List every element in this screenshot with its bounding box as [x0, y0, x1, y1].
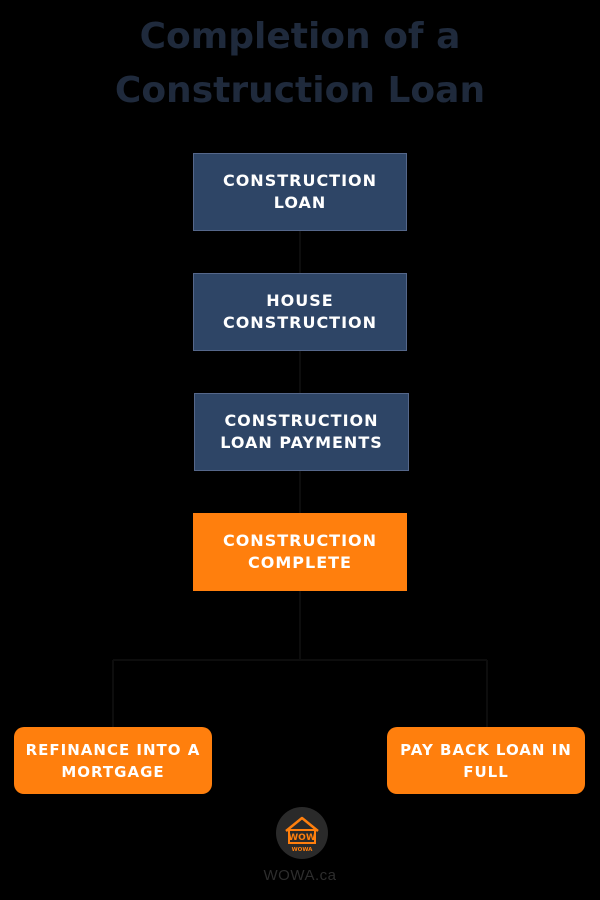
- outcome-pay-back-loan: PAY BACK LOAN IN FULL: [387, 727, 585, 794]
- step-construction-loan-payments: CONSTRUCTION LOAN PAYMENTS: [194, 393, 409, 471]
- logo-caption: WOWA: [292, 847, 314, 853]
- step-4-line-2: COMPLETE: [248, 553, 352, 572]
- title-line-1: Completion of a: [139, 16, 461, 57]
- step-2-line-2: CONSTRUCTION: [222, 313, 378, 332]
- step-construction-loan: CONSTRUCTION LOAN: [193, 153, 407, 231]
- step-1-line-1: CONSTRUCTION: [222, 171, 378, 190]
- diagram-title: Completion of a Construction Loan: [0, 10, 600, 118]
- logo-mark: WOW: [288, 833, 316, 843]
- wowa-house-logo-icon: WOW WOWA: [276, 807, 328, 859]
- step-2-line-1: HOUSE: [266, 291, 334, 310]
- step-1-line-2: LOAN: [273, 193, 327, 212]
- site-name[interactable]: WOWA.ca: [263, 867, 337, 884]
- outcome-left-line-2: MORTGAGE: [61, 762, 165, 781]
- step-3-line-1: CONSTRUCTION: [224, 411, 379, 430]
- outcome-right-line-1: PAY BACK LOAN IN: [400, 740, 572, 759]
- step-construction-complete: CONSTRUCTION COMPLETE: [193, 513, 407, 591]
- outcome-refinance-mortgage: REFINANCE INTO A MORTGAGE: [14, 727, 212, 794]
- step-3-line-2: LOAN PAYMENTS: [220, 433, 383, 452]
- step-4-line-1: CONSTRUCTION: [222, 531, 378, 550]
- step-house-construction: HOUSE CONSTRUCTION: [193, 273, 407, 351]
- outcome-right-line-2: FULL: [463, 762, 509, 781]
- title-line-2: Construction Loan: [114, 70, 486, 111]
- outcome-left-line-1: REFINANCE INTO A: [25, 740, 201, 759]
